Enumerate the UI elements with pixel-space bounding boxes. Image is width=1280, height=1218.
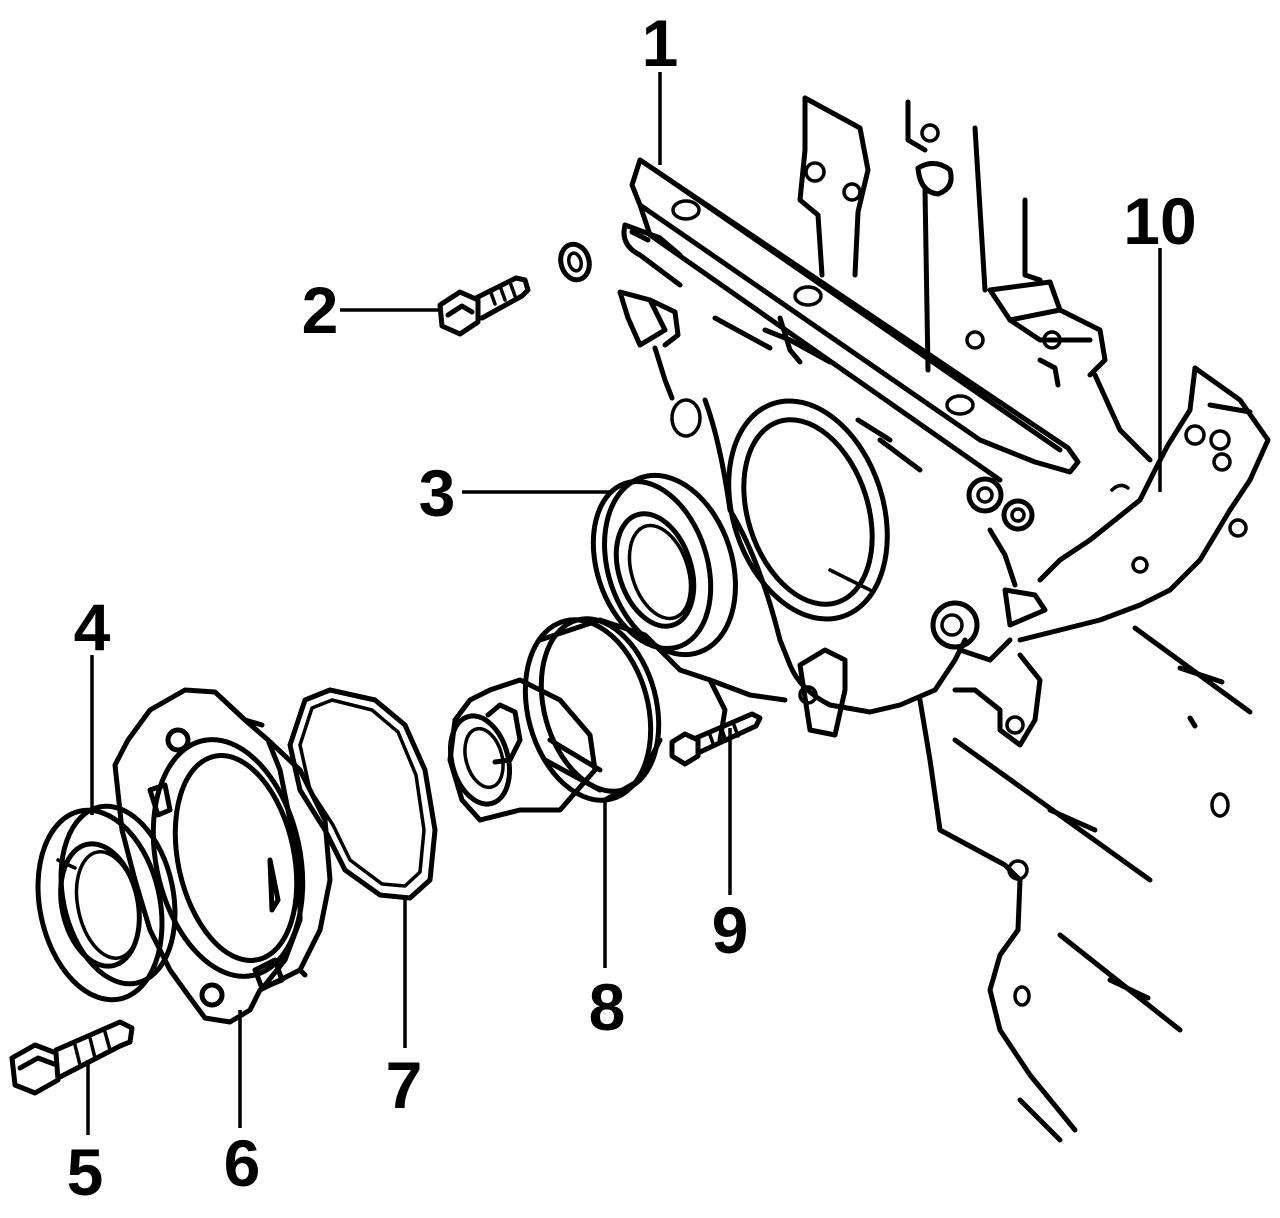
part-1-timing-cover bbox=[617, 157, 1081, 748]
callout-6: 6 bbox=[224, 1126, 261, 1200]
part-4-seal bbox=[35, 803, 178, 1003]
part-3-oil-seal bbox=[590, 472, 738, 658]
callout-8: 8 bbox=[589, 970, 626, 1044]
part-6-housing bbox=[112, 687, 333, 1025]
callout-5: 5 bbox=[67, 1135, 104, 1209]
part-2-bolt bbox=[437, 241, 592, 337]
part-8-shaft-sleeve bbox=[447, 616, 788, 823]
callout-9: 9 bbox=[712, 893, 749, 967]
callout-10: 10 bbox=[1123, 184, 1196, 258]
callout-2: 2 bbox=[302, 273, 339, 347]
callout-7: 7 bbox=[386, 1048, 423, 1122]
callout-4: 4 bbox=[74, 590, 111, 664]
callout-1: 1 bbox=[642, 6, 679, 80]
engine-block bbox=[797, 95, 1271, 1143]
callout-labels: 1 2 3 4 5 6 7 8 9 10 bbox=[67, 6, 1197, 1209]
callout-3: 3 bbox=[419, 456, 456, 530]
leader-lines bbox=[86, 72, 1162, 1135]
part-7-gasket bbox=[287, 687, 438, 901]
part-9-small-bolt bbox=[669, 711, 763, 767]
part-5-bolt bbox=[9, 1019, 135, 1096]
